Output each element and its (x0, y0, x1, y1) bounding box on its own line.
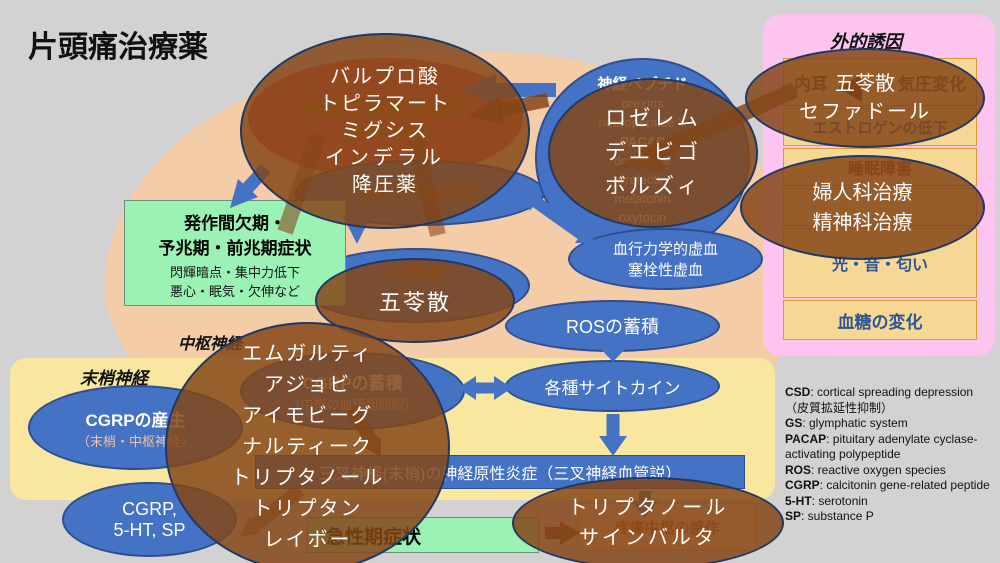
peripheral-nerve-label: 末梢神経 (80, 369, 148, 388)
gyn-psy-treatment-ellipse: 婦人科治療 精神科治療 (740, 155, 985, 260)
legend-line: PACAP: pituitary adenylate cyclase-activ… (785, 431, 978, 462)
treatment-line: 精神科治療 (812, 211, 913, 234)
drug-line: アジョビ (263, 373, 352, 396)
drug-line: トピラマート (319, 92, 451, 115)
cgrp-targeted-drugs-ellipse: エムガルティ アジョビ アイモビーグ ナルティーク トリプタノール トリプタン … (165, 322, 450, 563)
ischemia-line2: 塞栓性虚血 (627, 262, 703, 279)
drug-line: 降圧薬 (352, 173, 418, 196)
drug-line: アイモビーグ (242, 404, 373, 427)
legend-line: SP: substance P (785, 509, 874, 523)
legend-line: CSD: cortical spreading depression（皮質拡延性… (785, 385, 974, 415)
legend-line: GS: glymphatic system (785, 416, 908, 430)
drug-line: ナルティーク (242, 435, 373, 458)
sleep-drugs-ellipse: ロゼレム デエビゴ ボルズィ (548, 78, 758, 228)
interictal-title2: 予兆期・前兆期症状 (158, 239, 312, 258)
drug-line: デエビゴ (605, 141, 701, 164)
acute-treatment-drugs-ellipse: トリプタノール サインバルタ (512, 477, 784, 563)
drug-line: 五苓散 (835, 73, 895, 95)
legend-line: 5-HT: serotonin (785, 493, 868, 508)
preventive-drugs-ellipse: バルプロ酸 トピラマート ミグシス インデラル 降圧薬 (240, 33, 530, 229)
ros-ellipse: ROSの蓄積 (505, 300, 720, 352)
drug-line: トリプタン (252, 497, 363, 520)
ros-label: ROSの蓄積 (565, 317, 659, 337)
goreisan-mid-ellipse: 五苓散 (315, 258, 515, 343)
interictal-title1: 発作間欠期・ (184, 214, 286, 233)
drug-line: ボルズィ (605, 175, 701, 198)
page-title: 片頭痛治療薬 (28, 31, 208, 64)
cytokines-label: 各種サイトカイン (544, 378, 681, 398)
drug-line: セファドール (799, 101, 931, 123)
treatment-line: 婦人科治療 (812, 181, 913, 204)
cgrp-production-sub: （末梢・中枢神経） (76, 433, 194, 449)
drug-line: トリプタノール (567, 497, 729, 519)
ischemia-line1: 血行力学的虚血 (612, 241, 718, 258)
abbreviation-legend: CSD: cortical spreading depression（皮質拡延性… (785, 385, 993, 525)
row-blood-glucose: 血糖の変化 (783, 300, 977, 340)
drug-line: レイボー (263, 528, 352, 551)
ischemia-ellipse: 血行力学的虚血 塞栓性虚血 (568, 228, 763, 290)
drug-line: インデラル (325, 146, 445, 169)
drug-line: エムガルティ (242, 342, 373, 365)
cytokines-ellipse: 各種サイトカイン (505, 360, 720, 412)
transmitters-line1: CGRP, (122, 498, 177, 519)
drug-line: ロゼレム (605, 107, 701, 130)
drug-line: バルプロ酸 (330, 65, 440, 88)
drug-line: トリプタノール (230, 466, 385, 489)
drug-line: 五苓散 (378, 289, 451, 315)
interictal-sub2: 悪心・眠気・欠伸など (169, 284, 300, 299)
interictal-symptoms-box: 発作間欠期・ 予兆期・前兆期症状 閃輝暗点・集中力低下 悪心・眠気・欠伸など (124, 200, 346, 306)
drug-line: サインバルタ (579, 527, 717, 549)
blood-glucose-label: 血糖の変化 (837, 312, 923, 332)
light-sound-smell-label: 光・音・匂い (831, 257, 928, 274)
goreisan-cephadol-ellipse: 五苓散 セファドール (745, 48, 985, 148)
legend-line: CGRP: calcitonin gene-related peptide (785, 478, 990, 492)
interictal-sub1: 閃輝暗点・集中力低下 (169, 265, 300, 280)
cgrp-production-label: CGRPの産生 (85, 410, 186, 430)
drug-line: ミグシス (341, 119, 429, 142)
legend-line: ROS: reactive oxygen species (785, 462, 946, 477)
transmitters-line2: 5-HT, SP (113, 519, 186, 540)
external-trigger-title: 外的誘因 (830, 32, 902, 52)
